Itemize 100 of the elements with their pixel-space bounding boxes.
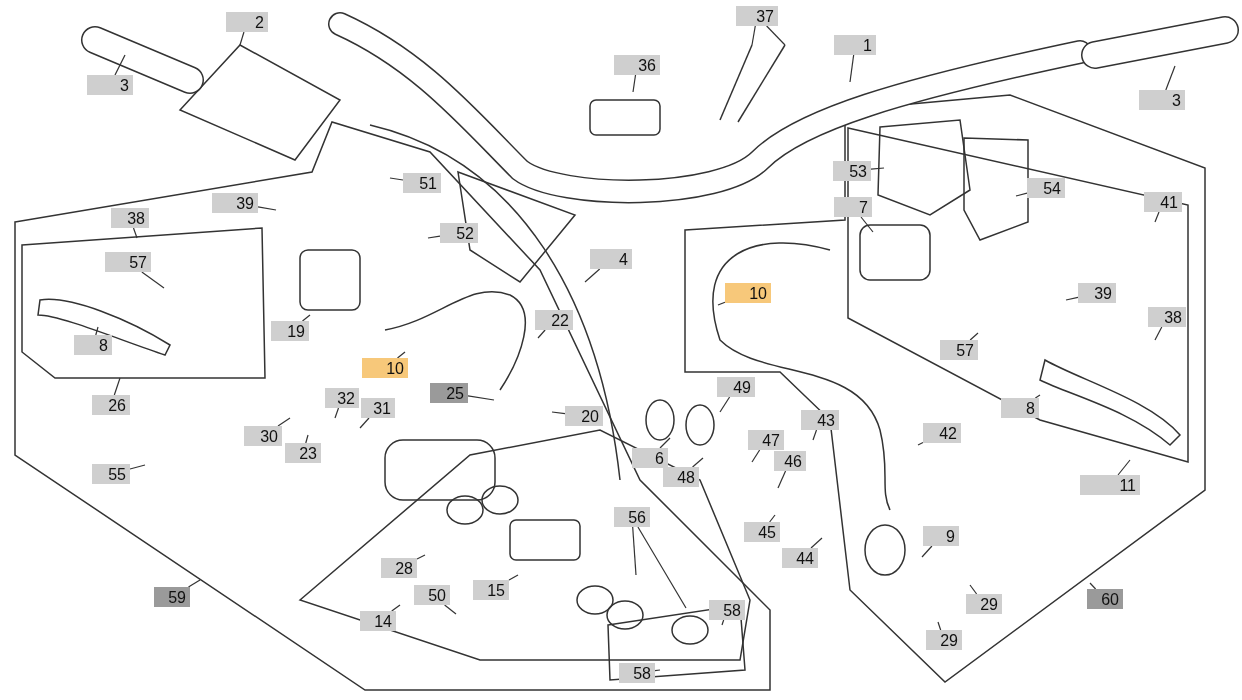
callout-number: 26: [92, 395, 130, 415]
leader-line: [396, 351, 406, 359]
callout-number: 53: [833, 161, 871, 181]
leader-line: [301, 314, 311, 322]
leader-line: [187, 579, 201, 588]
callout-number: 15: [473, 580, 509, 600]
callout-number: 29: [966, 594, 1002, 614]
leader-line: [277, 417, 291, 427]
leader-line: [969, 332, 979, 341]
callout-number: 31: [361, 398, 395, 418]
leader-line: [751, 449, 761, 463]
callout-number: 28: [381, 558, 417, 578]
callout-number: 4: [590, 249, 632, 269]
callout-number: 23: [285, 443, 321, 463]
leader-line: [769, 514, 776, 523]
leader-line: [654, 669, 661, 672]
callout-number: 20: [565, 406, 603, 426]
leader-line: [1089, 582, 1097, 590]
leader-line: [1154, 326, 1163, 341]
callout-number: 49: [717, 377, 755, 397]
callout-number: 38: [111, 208, 149, 228]
callout-number: 41: [1144, 192, 1182, 212]
callout-number: 47: [748, 430, 784, 450]
callout-number: 36: [614, 55, 660, 75]
callout-number: 52: [440, 223, 478, 243]
leader-line: [812, 429, 818, 441]
leader-line: [444, 604, 457, 615]
leader-line: [637, 526, 687, 609]
leader-line: [537, 329, 546, 339]
callout-number: 10: [725, 283, 771, 303]
leader-line: [969, 584, 978, 595]
leader-line: [95, 326, 99, 336]
callout-number: 29: [926, 630, 962, 650]
leader-line: [692, 457, 704, 468]
callout-number: 39: [212, 193, 258, 213]
leader-line: [937, 621, 942, 631]
callout-number: 22: [535, 310, 573, 330]
leader-line: [751, 25, 756, 46]
leader-line: [632, 526, 637, 576]
callout-number: 50: [414, 585, 450, 605]
leader-line: [389, 177, 404, 181]
callout-number: 60: [1087, 589, 1123, 609]
leader-line: [1165, 65, 1176, 91]
leader-line: [721, 619, 725, 626]
leader-line: [427, 235, 441, 239]
callout-number: 39: [1078, 283, 1116, 303]
callout-number: 6: [632, 448, 668, 468]
callout-number: 11: [1080, 475, 1140, 495]
leader-line: [766, 25, 786, 46]
callout-number: 30: [244, 426, 282, 446]
callout-number: 57: [940, 340, 978, 360]
callout-number: 14: [360, 611, 396, 631]
callout-number: 3: [87, 75, 133, 95]
leader-line: [1117, 459, 1131, 476]
leader-line: [1154, 211, 1160, 223]
callout-number: 8: [1001, 398, 1039, 418]
callout-number: 58: [619, 663, 655, 683]
callout-number: 25: [430, 383, 468, 403]
leader-line: [257, 206, 277, 211]
callout-number: 48: [663, 467, 699, 487]
callout-number: 19: [271, 321, 309, 341]
leader-line: [921, 545, 933, 558]
leader-line: [849, 54, 855, 83]
leader-line: [113, 377, 121, 396]
leader-line: [717, 301, 726, 306]
leader-line: [114, 54, 126, 76]
callout-number: 8: [74, 335, 112, 355]
callout-number: 46: [774, 451, 806, 471]
leader-line: [1034, 394, 1041, 399]
callout-number: 10: [362, 358, 408, 378]
callout-number: 44: [782, 548, 818, 568]
callout-number: 2: [226, 12, 268, 32]
leader-line: [1065, 296, 1079, 301]
callout-number: 45: [744, 522, 780, 542]
callout-number: 55: [92, 464, 130, 484]
leader-line: [391, 604, 401, 612]
leader-line: [719, 396, 731, 413]
leader-line: [1015, 192, 1028, 197]
leader-line: [359, 417, 370, 429]
callout-number: 32: [325, 388, 359, 408]
leader-line: [508, 574, 519, 581]
callout-number: 38: [1148, 307, 1186, 327]
callout-number: 57: [105, 252, 151, 272]
leader-line: [305, 434, 309, 444]
leader-line: [860, 216, 874, 233]
callout-number: 3: [1139, 90, 1185, 110]
leader-line: [132, 227, 138, 239]
callout-number: 43: [801, 410, 839, 430]
callout-number: 51: [403, 173, 441, 193]
callout-number: 9: [923, 526, 959, 546]
leader-line: [777, 470, 787, 489]
callout-number: 42: [923, 423, 961, 443]
leader-line: [870, 167, 885, 170]
callout-number: 58: [709, 600, 745, 620]
leader-line: [810, 537, 823, 549]
callout-number: 56: [614, 507, 650, 527]
callout-number: 37: [736, 6, 778, 26]
leader-line: [141, 271, 165, 289]
leader-line: [584, 268, 601, 283]
leader-line: [917, 441, 924, 446]
